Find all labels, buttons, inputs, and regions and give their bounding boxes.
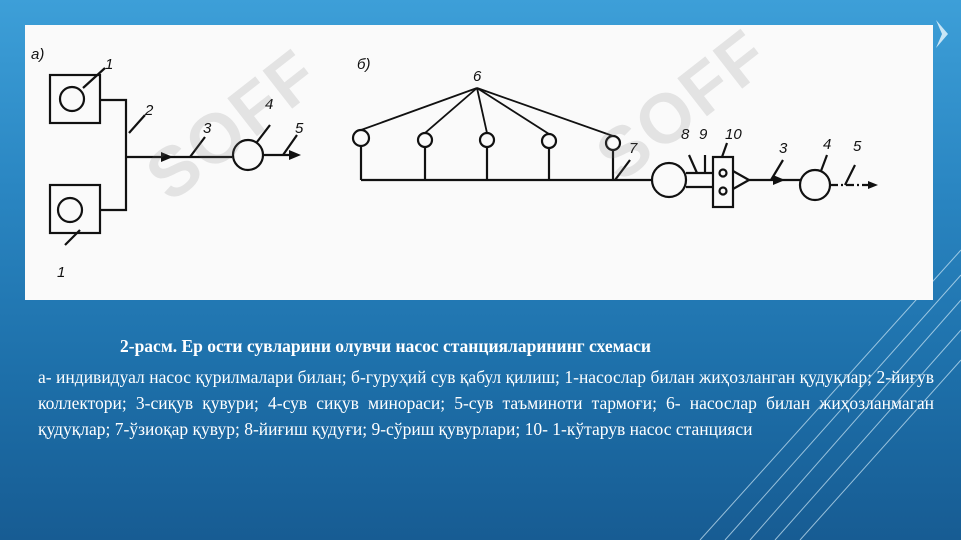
label-b-4: 4 bbox=[823, 136, 831, 153]
next-arrow-icon bbox=[936, 20, 948, 48]
figure-caption-body: а- индивидуал насос қурилмалари билан; б… bbox=[38, 367, 934, 439]
label-a-1-bottom: 1 bbox=[57, 264, 65, 281]
label-a-3: 3 bbox=[203, 120, 212, 137]
label-b-6: 6 bbox=[473, 68, 482, 85]
pump-station-10 bbox=[711, 155, 735, 209]
label-a-2: 2 bbox=[144, 102, 154, 119]
diagram-figure: а) 1 2 3 4 5 1 б) 6 7 8 9 10 3 4 5 SOFF … bbox=[25, 14, 933, 300]
label-b-3: 3 bbox=[779, 140, 788, 157]
label-b-8: 8 bbox=[681, 126, 690, 143]
label-b-7: 7 bbox=[629, 140, 638, 157]
label-b-9: 9 bbox=[699, 126, 708, 143]
water-tower-4-b bbox=[798, 168, 832, 202]
label-b-10: 10 bbox=[725, 126, 742, 143]
figure-caption-title: 2-расм. Ер ости сувларини олувчи насос с… bbox=[120, 336, 651, 356]
panel-a-label: а) bbox=[31, 46, 44, 63]
pump-1-bottom bbox=[56, 196, 84, 224]
panel-b-label: б) bbox=[357, 56, 370, 73]
label-a-1-top: 1 bbox=[105, 56, 113, 73]
pump-1-top bbox=[58, 85, 86, 113]
label-b-5: 5 bbox=[853, 138, 862, 155]
wells-6 bbox=[351, 128, 622, 180]
pump-station-diagram: а) 1 2 3 4 5 1 б) 6 7 8 9 10 3 4 5 bbox=[31, 46, 878, 281]
leaders-6 bbox=[360, 87, 614, 137]
collecting-well-8 bbox=[650, 161, 688, 199]
well-1-top bbox=[48, 73, 102, 125]
label-a-4: 4 bbox=[265, 96, 273, 113]
label-a-5: 5 bbox=[295, 120, 304, 137]
collector-2 bbox=[100, 98, 128, 212]
